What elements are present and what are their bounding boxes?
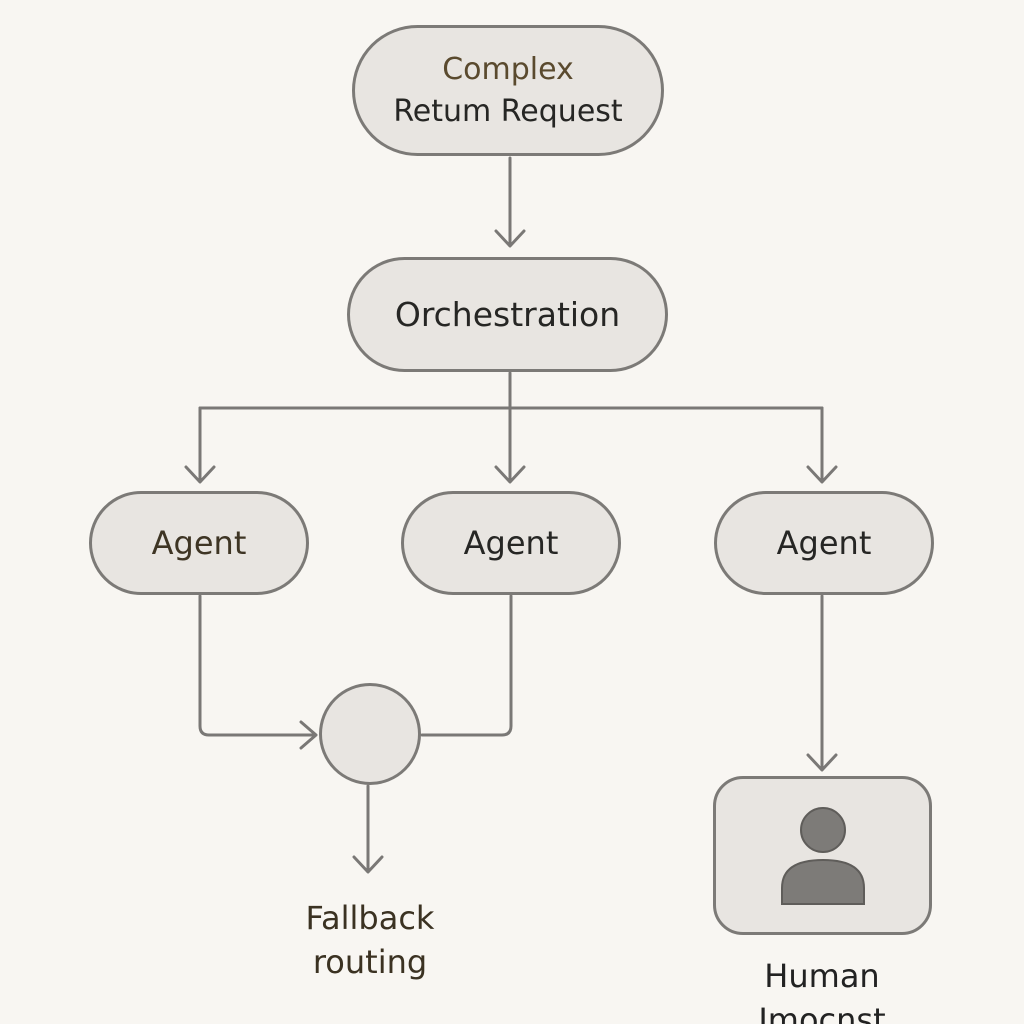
arrowhead-human [806, 753, 838, 772]
fallback-routing-label: Fallback routing [260, 896, 480, 984]
start-node-line-1: Complex [442, 51, 574, 87]
person-icon [780, 806, 865, 905]
start-node: Complex Retum Request [352, 25, 664, 156]
agent-node-1: Agent [89, 491, 309, 595]
orchestration-node: Orchestration [347, 257, 668, 372]
arrowhead-fallback [352, 855, 384, 874]
agent-label: Agent [151, 524, 247, 562]
orchestration-label: Orchestration [394, 295, 621, 334]
fallback-label-line-1: Fallback [305, 899, 435, 937]
start-node-line-2: Retum Request [393, 93, 623, 129]
arrowhead-merge [299, 720, 318, 750]
arrowhead-orchestration [494, 229, 526, 248]
agent-node-2: Agent [401, 491, 621, 595]
agent-label: Agent [776, 524, 872, 562]
arrowhead-agent-2 [494, 465, 526, 484]
agent-node-3: Agent [714, 491, 934, 595]
human-node [713, 776, 932, 935]
human-label-line-2: Imocnst [758, 1001, 886, 1024]
human-label: Human Imocnst [712, 954, 932, 1024]
fallback-label-line-2: routing [312, 943, 428, 981]
arrowhead-agent-3 [806, 465, 838, 484]
agent-label: Agent [463, 524, 559, 562]
edge-agent-2-to-merge [420, 594, 513, 737]
human-label-line-1: Human [764, 957, 880, 995]
arrowhead-agent-1 [184, 465, 216, 484]
merge-node [319, 683, 421, 785]
edge-agent-1-to-merge [198, 594, 316, 737]
